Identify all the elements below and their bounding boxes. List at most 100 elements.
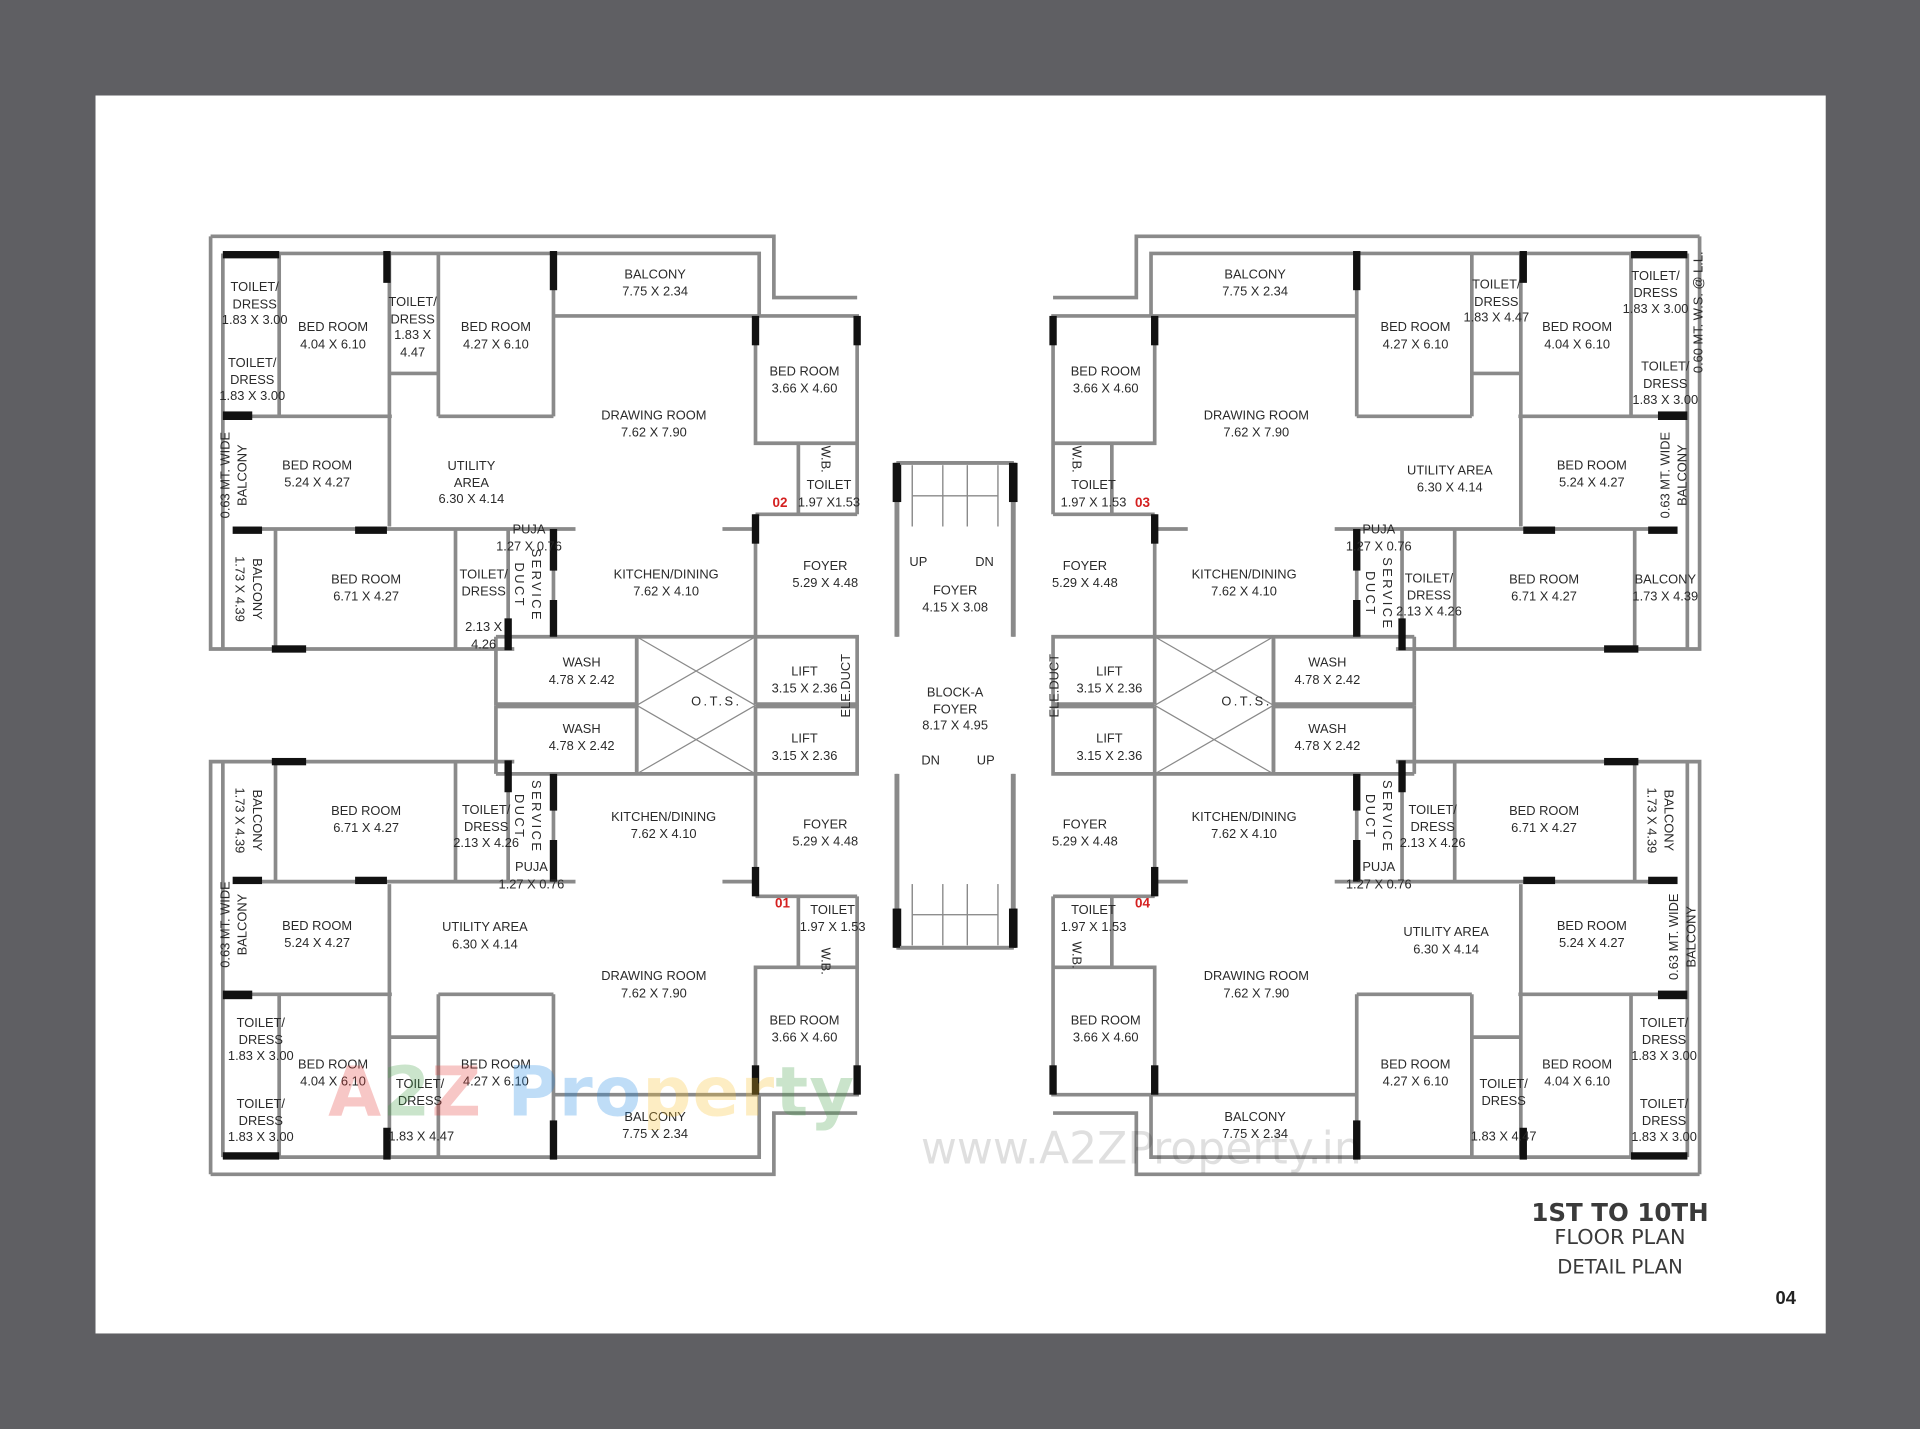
room-label: BED ROOM 4.04 X 6.10 xyxy=(1542,1057,1613,1089)
room-label: ELE.DUCT xyxy=(1047,653,1062,718)
room-label: 1.83 X 4.47 xyxy=(1470,1129,1537,1144)
room-label: DN xyxy=(921,753,940,769)
unit-04-walls xyxy=(892,637,1702,1177)
room-label: BALCONY 7.75 X 2.34 xyxy=(1222,1110,1288,1142)
unit-number: 01 xyxy=(774,896,790,912)
room-label: BED ROOM 6.71 X 4.27 xyxy=(331,803,402,836)
room-label: BLOCK-A FOYER 8.17 X 4.95 xyxy=(922,685,988,734)
room-label: BED ROOM 3.66 X 4.60 xyxy=(769,1013,840,1045)
room-label: TOILET/ DRESS 1.83 X 3.00 xyxy=(227,1016,294,1064)
room-label: BED ROOM 4.04 X 6.10 xyxy=(298,320,369,352)
room-label: TOILET/ DRESS 1.83 X 4.47 xyxy=(1463,277,1530,326)
room-label: 0.63 MT. WIDE BALCONY xyxy=(218,431,250,519)
room-label: BALCONY 1.73 X 4.39 xyxy=(232,556,264,622)
room-label: O.T.S. xyxy=(691,694,742,710)
room-label: W.B. xyxy=(817,947,833,975)
room-label: W.B. xyxy=(1068,445,1084,473)
room-label: TOILET 1.97 X 1.53 xyxy=(1060,478,1127,510)
room-label: KITCHEN/DINING 7.62 X 4.10 xyxy=(1191,810,1297,842)
room-label: WASH 4.78 X 2.42 xyxy=(548,721,615,754)
room-label: BED ROOM 4.04 X 6.10 xyxy=(298,1057,369,1089)
room-label: BED ROOM 5.24 X 4.27 xyxy=(1556,458,1627,490)
room-label: TOILET/ DRESS 2.13 X 4.26 xyxy=(453,802,520,851)
room-label: DN xyxy=(975,555,994,570)
room-label: BED ROOM 4.04 X 6.10 xyxy=(1542,320,1613,352)
title-detail-plan: DETAIL PLAN xyxy=(1557,1255,1683,1279)
room-label: BED ROOM 5.24 X 4.27 xyxy=(282,458,353,490)
room-label: BED ROOM 4.27 X 6.10 xyxy=(1380,320,1451,352)
room-label: BED ROOM 5.24 X 4.27 xyxy=(1556,918,1627,951)
room-label: LIFT 3.15 X 2.36 xyxy=(771,731,838,763)
room-label: W.B. xyxy=(1068,941,1084,969)
room-label: FOYER 5.29 X 4.48 xyxy=(792,817,859,849)
room-label: BALCONY 1.73 X 4.39 xyxy=(232,787,264,854)
room-label: TOILET/ DRESS 1.83 X 4.47 xyxy=(388,295,437,360)
unit-number: 04 xyxy=(1134,896,1150,912)
room-label: W.B. xyxy=(817,445,833,473)
room-label: PUJA 1.27 X 0.76 xyxy=(498,860,565,892)
page-number: 04 xyxy=(1775,1288,1796,1309)
room-label: BED ROOM 4.27 X 6.10 xyxy=(1380,1057,1451,1089)
room-label: TOILET/ DRESS 2.13 X 4.26 xyxy=(1399,802,1466,851)
room-label: TOILET/ DRESS xyxy=(395,1076,445,1109)
room-label: TOILET/ DRESS xyxy=(1479,1076,1528,1109)
room-label: TOILET 1.97 X 1.53 xyxy=(799,903,866,935)
room-label: TOILET/ DRESS 2.13 X 4.26 xyxy=(1396,571,1462,620)
room-label: 1.83 X 4.47 xyxy=(388,1129,455,1144)
room-label: SERVICE DUCT xyxy=(1362,780,1395,854)
room-label: BED ROOM 6.71 X 4.27 xyxy=(1509,803,1580,836)
room-label: BED ROOM 4.27 X 6.10 xyxy=(460,320,531,352)
room-label: TOILET 1.97 X1.53 xyxy=(797,478,861,510)
room-label: BED ROOM 5.24 X 4.27 xyxy=(282,918,353,951)
room-label: LIFT 3.15 X 2.36 xyxy=(1076,731,1143,763)
room-label: TOILET/ DRESS 1.83 X 3.00 xyxy=(1632,359,1699,408)
room-label: SERVICE DUCT xyxy=(511,548,544,622)
room-label: KITCHEN/DINING 7.62 X 4.10 xyxy=(613,567,719,599)
room-label: WASH 4.78 X 2.42 xyxy=(548,655,615,687)
unit-03-walls xyxy=(892,234,1702,774)
room-label: LIFT 3.15 X 2.36 xyxy=(1076,664,1143,696)
room-label: BED ROOM 4.27 X 6.10 xyxy=(460,1057,531,1089)
unit-number: 02 xyxy=(772,496,788,511)
room-label: DRAWING ROOM 7.62 X 7.90 xyxy=(1203,969,1309,1001)
room-label: UTILITY AREA 6.30 X 4.14 xyxy=(1407,463,1493,495)
room-label: WASH 4.78 X 2.42 xyxy=(1294,721,1361,754)
room-label: BED ROOM 3.66 X 4.60 xyxy=(1070,364,1141,396)
room-label: FOYER 5.29 X 4.48 xyxy=(1052,817,1118,849)
room-label: TOILET/ DRESS 1.83 X 3.00 xyxy=(1631,1096,1697,1145)
room-label: PUJA 1.27 X 0.76 xyxy=(1345,860,1412,892)
room-label: UTILITY AREA 6.30 X 4.14 xyxy=(438,458,505,507)
watermark-logo: A2Z Property xyxy=(328,1053,856,1133)
room-label: FOYER 4.15 X 3.08 xyxy=(922,583,988,615)
room-label: DRAWING ROOM 7.62 X 7.90 xyxy=(601,969,707,1001)
room-label: FOYER 5.29 X 4.48 xyxy=(1052,558,1118,591)
room-label: 0.60 MT. W.S. @ L.L. xyxy=(1691,251,1707,374)
room-label: TOILET 1.97 X 1.53 xyxy=(1060,903,1127,935)
room-label: TOILET/ DRESS 1.83 X 3.00 xyxy=(227,1096,294,1145)
room-label: TOILET/ DRESS 1.83 X 3.00 xyxy=(219,356,286,404)
room-label: PUJA 1.27 X 0.76 xyxy=(496,522,562,554)
room-label: UTILITY AREA 6.30 X 4.14 xyxy=(1403,925,1489,957)
plan-sheet xyxy=(95,95,1826,1334)
room-label: BALCONY 7.75 X 2.34 xyxy=(622,267,688,299)
room-label: FOYER 5.29 X 4.48 xyxy=(792,558,859,591)
room-label: WASH 4.78 X 2.42 xyxy=(1294,655,1361,687)
room-label: 0.63 MT. WIDE BALCONY xyxy=(1667,893,1699,980)
room-label: UP xyxy=(976,753,995,769)
room-label: BALCONY 7.75 X 2.34 xyxy=(622,1110,688,1142)
room-label: BALCONY 1.73 X 4.39 xyxy=(1632,572,1699,604)
unit-number: 03 xyxy=(1134,496,1150,511)
title-floor-plan: FLOOR PLAN xyxy=(1554,1225,1686,1251)
room-label: BALCONY 1.73 X 4.39 xyxy=(1644,787,1676,854)
room-label: DRAWING ROOM 7.62 X 7.90 xyxy=(1203,408,1309,440)
room-label: BALCONY 7.75 X 2.34 xyxy=(1222,267,1288,299)
title-floors: 1ST TO 10TH xyxy=(1531,1197,1709,1227)
room-label: BED ROOM 3.66 X 4.60 xyxy=(769,364,840,396)
room-label: SERVICE DUCT xyxy=(511,780,544,854)
room-label: 0.63 MT. WIDE BALCONY xyxy=(1658,431,1690,519)
room-label: DRAWING ROOM 7.62 X 7.90 xyxy=(601,408,707,440)
room-label: O.T.S. xyxy=(1221,694,1272,710)
room-label: BED ROOM 3.66 X 4.60 xyxy=(1070,1013,1141,1045)
room-label: BED ROOM 6.71 X 4.27 xyxy=(331,572,402,604)
